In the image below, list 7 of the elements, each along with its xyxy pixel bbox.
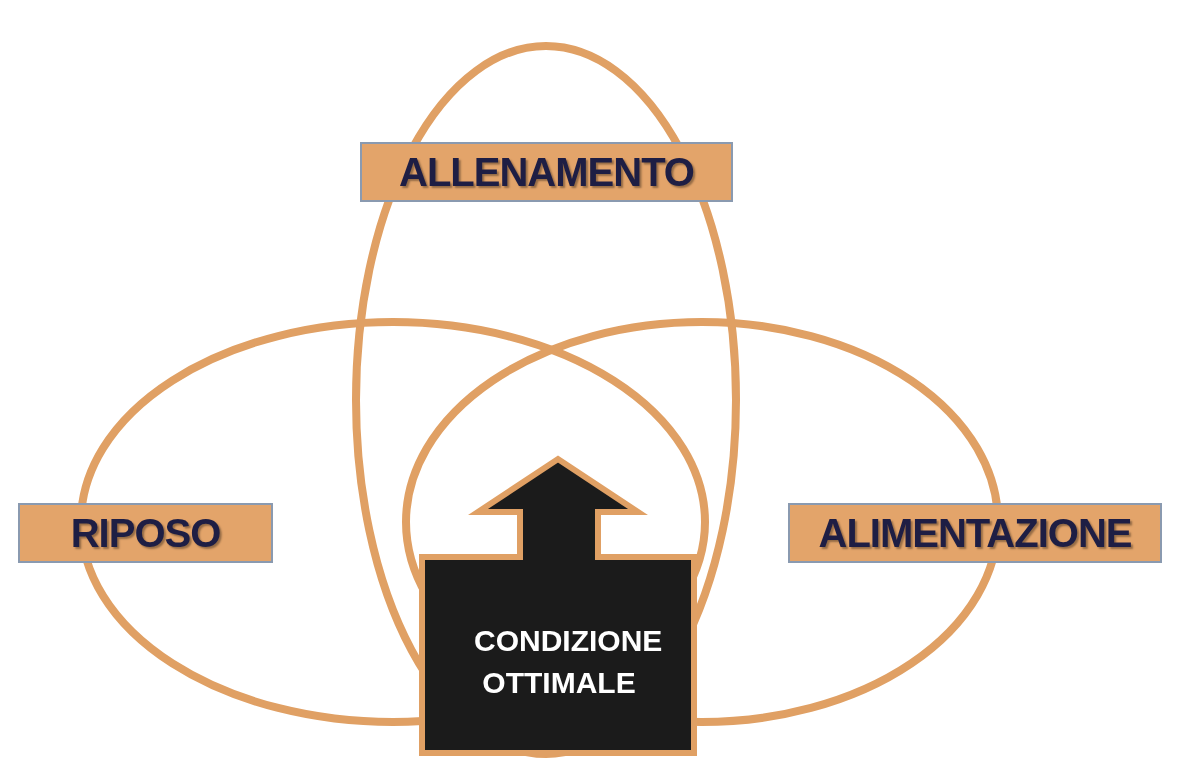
- label-text: RIPOSO: [70, 510, 221, 556]
- label-box: [360, 142, 733, 202]
- box-text: CONDIZIONE OTTIMALE: [473, 623, 664, 701]
- label-box: [788, 503, 1162, 563]
- label-box: [18, 503, 273, 563]
- label-text: ALLENAMENTO: [399, 149, 694, 195]
- label-text: ALIMENTAZIONE: [818, 510, 1132, 556]
